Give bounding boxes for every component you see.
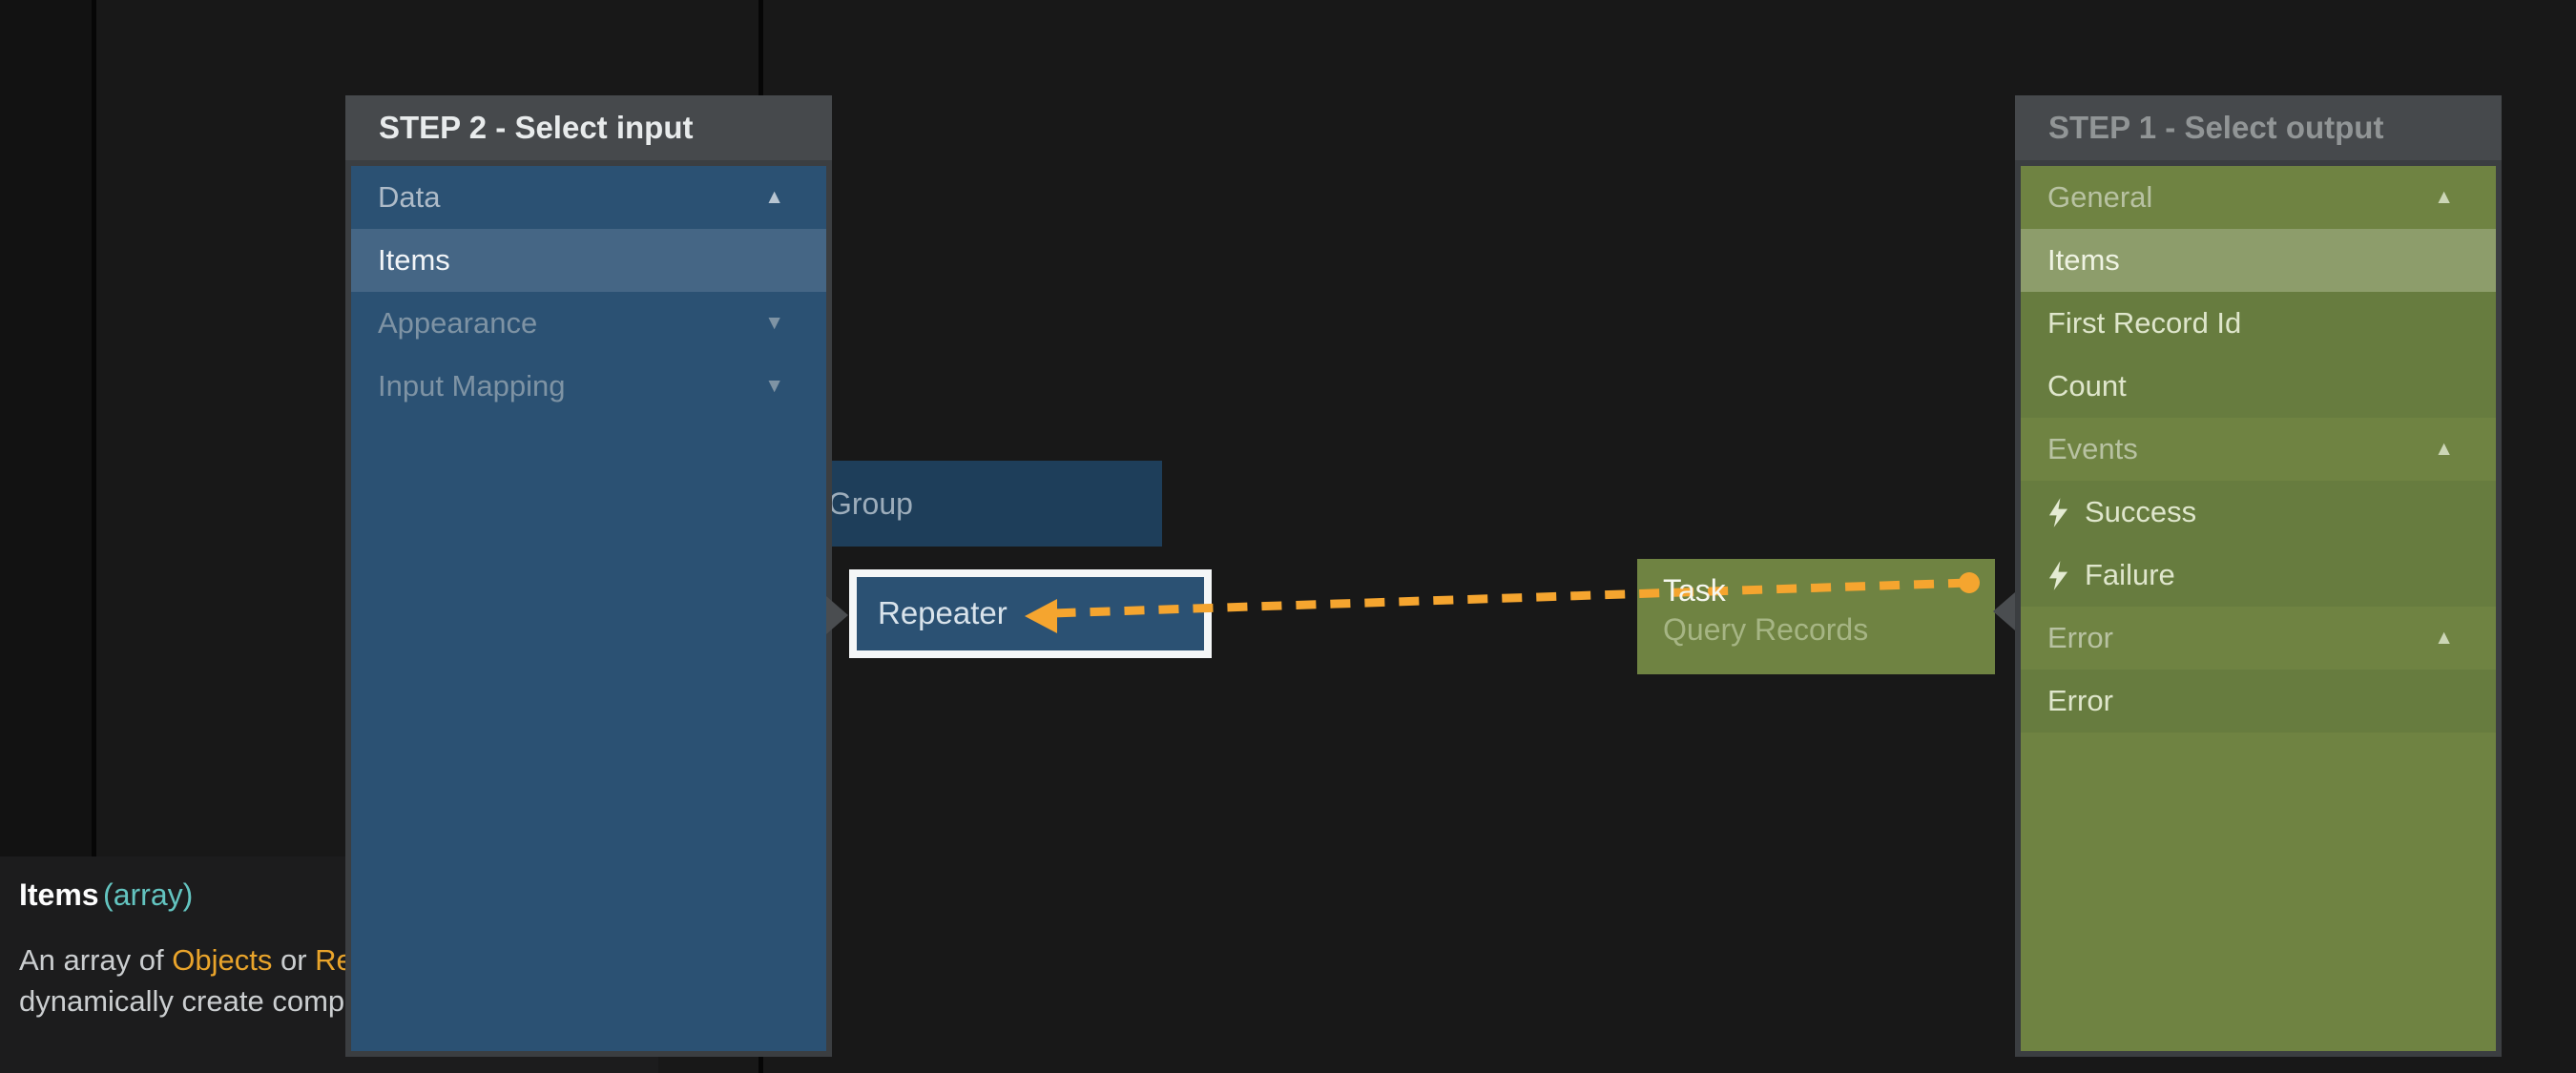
group-widget-label: Group bbox=[828, 486, 913, 521]
output-group-general-label: General bbox=[2047, 180, 2153, 214]
tooltip-text: dynamically create comp bbox=[19, 984, 345, 1018]
chevron-up-icon: ▲ bbox=[764, 186, 784, 208]
lightning-icon bbox=[2048, 497, 2068, 527]
output-option-failure-label: Failure bbox=[2085, 558, 2175, 591]
chevron-up-icon: ▲ bbox=[2434, 186, 2454, 208]
tooltip-title-line: Items (array) bbox=[19, 877, 658, 913]
output-group-error[interactable]: Error ▲ bbox=[2021, 607, 2496, 670]
input-group-input-mapping[interactable]: Input Mapping ▼ bbox=[351, 355, 826, 418]
output-option-items-label: Items bbox=[2047, 243, 2120, 277]
output-group-general[interactable]: General ▲ bbox=[2021, 166, 2496, 229]
panel-pointer-notch bbox=[826, 596, 848, 634]
input-group-data-label: Data bbox=[378, 180, 441, 214]
output-option-failure[interactable]: Failure bbox=[2021, 544, 2496, 607]
step2-panel-body: Data ▲ Items Appearance ▼ Input Mapping … bbox=[345, 160, 832, 1057]
step1-panel-title: STEP 1 - Select output bbox=[2048, 110, 2384, 145]
output-port-dot bbox=[1959, 572, 1980, 593]
input-option-items[interactable]: Items bbox=[351, 229, 826, 292]
output-option-first-record-id-label: First Record Id bbox=[2047, 306, 2242, 340]
chevron-down-icon: ▼ bbox=[764, 312, 784, 334]
output-group-events[interactable]: Events ▲ bbox=[2021, 418, 2496, 481]
output-option-count[interactable]: Count bbox=[2021, 355, 2496, 418]
tooltip-text: An array of bbox=[19, 943, 173, 977]
task-node-title: Task bbox=[1663, 573, 1726, 608]
task-node-subtitle: Query Records bbox=[1663, 612, 1869, 647]
input-group-appearance-label: Appearance bbox=[378, 306, 538, 340]
step2-panel-title: STEP 2 - Select input bbox=[379, 110, 694, 145]
tooltip-property-name: Items bbox=[19, 877, 99, 912]
task-query-records-node[interactable]: Task Query Records bbox=[1637, 559, 1995, 674]
step2-select-input-panel: STEP 2 - Select input Data ▲ Items Appea… bbox=[345, 95, 848, 1057]
output-option-success-label: Success bbox=[2085, 495, 2197, 528]
step1-panel-body: General ▲ Items First Record Id Count Ev… bbox=[2015, 160, 2502, 1057]
tooltip-objects-link: Objects bbox=[172, 943, 273, 977]
output-option-items[interactable]: Items bbox=[2021, 229, 2496, 292]
input-group-data[interactable]: Data ▲ bbox=[351, 166, 826, 229]
output-option-error-label: Error bbox=[2047, 684, 2113, 717]
group-widget-node[interactable]: Group bbox=[782, 461, 1162, 547]
chevron-up-icon: ▲ bbox=[2434, 438, 2454, 460]
tooltip-type-annotation: (array) bbox=[103, 877, 194, 912]
canvas-boundary-line-left bbox=[92, 0, 96, 1073]
panel-pointer-notch bbox=[1993, 592, 2015, 630]
output-option-error[interactable]: Error bbox=[2021, 670, 2496, 733]
input-group-input-mapping-label: Input Mapping bbox=[378, 369, 566, 402]
output-option-success[interactable]: Success bbox=[2021, 481, 2496, 544]
output-option-count-label: Count bbox=[2047, 369, 2127, 402]
tooltip-text: or bbox=[272, 943, 316, 977]
output-option-first-record-id[interactable]: First Record Id bbox=[2021, 292, 2496, 355]
input-option-items-label: Items bbox=[378, 243, 450, 277]
chevron-down-icon: ▼ bbox=[764, 375, 784, 397]
chevron-up-icon: ▲ bbox=[2434, 627, 2454, 649]
output-group-error-label: Error bbox=[2047, 621, 2113, 654]
arrowhead-icon bbox=[1025, 599, 1057, 633]
step2-panel-header: STEP 2 - Select input bbox=[345, 95, 832, 160]
step1-panel-header: STEP 1 - Select output bbox=[2015, 95, 2502, 160]
lightning-icon bbox=[2048, 560, 2068, 590]
step1-select-output-panel: STEP 1 - Select output General ▲ Items F… bbox=[1993, 95, 2502, 1057]
repeater-widget-label: Repeater bbox=[878, 595, 1008, 630]
input-group-appearance[interactable]: Appearance ▼ bbox=[351, 292, 826, 355]
output-group-events-label: Events bbox=[2047, 432, 2138, 465]
